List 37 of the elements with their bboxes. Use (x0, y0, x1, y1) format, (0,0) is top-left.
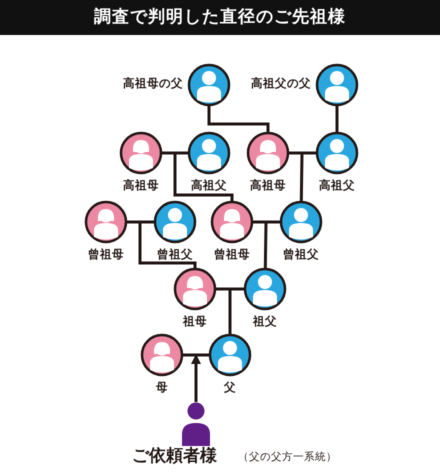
connector-line (140, 220, 155, 224)
connector-line (288, 152, 302, 154)
connector-line (208, 105, 270, 133)
person-label: 祖父 (253, 315, 277, 329)
connector-line (175, 152, 189, 154)
connector-line (182, 354, 196, 356)
arrow (190, 354, 202, 402)
connector-line (138, 222, 196, 269)
person-label: 高祖母 (250, 179, 286, 193)
client-label: ご依頼者様 (132, 448, 217, 465)
lineage-note: （父の父方一系統） (238, 452, 337, 462)
connector-line (264, 222, 268, 270)
person-label: 曾祖父 (157, 248, 193, 262)
title-bar: 調査で判明した直径のご先祖様 (0, 0, 440, 35)
connector-line (174, 153, 234, 202)
person-label: 曾祖母 (214, 248, 250, 262)
connector-line (230, 288, 245, 290)
connector-line (302, 152, 317, 154)
connector-line (161, 152, 175, 154)
connector-line (300, 152, 304, 202)
connector-line (336, 105, 338, 133)
person-label: 曾祖母 (88, 248, 124, 262)
connector-line (215, 288, 230, 290)
person-label: 母 (156, 381, 168, 395)
connector-line (196, 354, 210, 356)
person-label: 曾祖父 (283, 248, 319, 262)
person-label: 高祖父の父 (251, 77, 311, 91)
person-label: 高祖母 (123, 179, 159, 193)
person-label: 高祖父 (319, 179, 355, 193)
connector-line (126, 220, 140, 224)
person-label: 父 (224, 381, 236, 395)
person-label: 祖母 (183, 315, 207, 329)
connector-line (228, 289, 232, 335)
person-label: 高祖父 (191, 179, 227, 193)
connector-line (252, 220, 266, 224)
connector-line (266, 220, 281, 224)
person-label: 高祖母の父 (123, 77, 183, 91)
